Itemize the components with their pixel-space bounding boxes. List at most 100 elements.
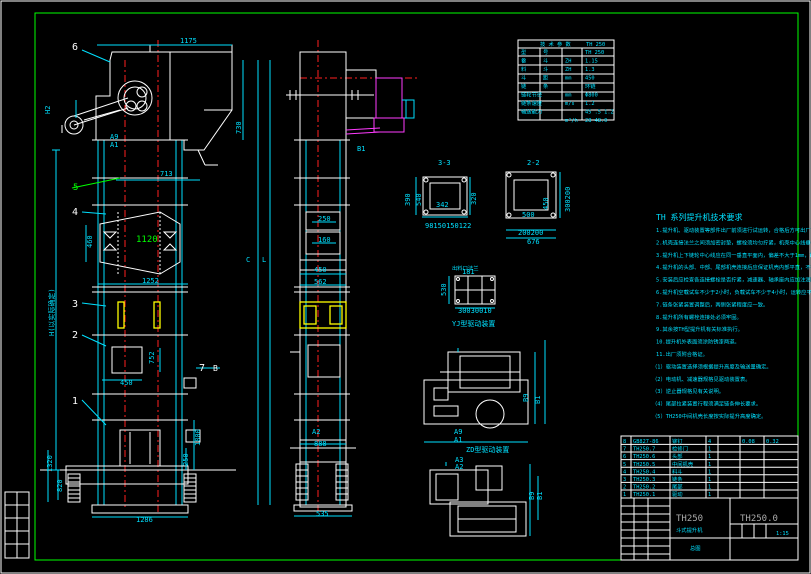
title-block: TH250 斗式提升机 TH250.0 总图 1:15 [620, 497, 799, 561]
dim-820: 820 [56, 479, 64, 492]
yj-a1: A1 [454, 436, 462, 444]
yj-drive-label: YJ型驱动装置 [452, 319, 495, 328]
note-line: 4.提升机的头部、中部、尾部机壳连接后应保证机壳内部平直，不得有台阶。 [656, 263, 811, 271]
bom-cell: 1 [708, 492, 711, 498]
side-dim-450: 450 [314, 266, 327, 274]
note-line: （1）驱动装置选择须根据提升高度及输送量确定。 [652, 362, 772, 370]
part-number-6: 6 [72, 42, 78, 53]
sec3-title: 出料口法兰 [452, 264, 479, 272]
spec-cell: 料 [521, 65, 527, 73]
side-view: B1 250 160 450 562 888 535 A2 [286, 40, 420, 518]
bom-cell: TH250.4 [633, 469, 655, 475]
note-line: （4）尾部拉紧装置行程须满足链条伸长要求。 [652, 400, 761, 408]
spec-cell: mm [565, 76, 571, 82]
part-7-suffix: B [213, 364, 218, 373]
part-number-4: 4 [72, 207, 78, 218]
dim-a9: A9 [110, 133, 118, 141]
yj-drive-view: YJ型驱动装置 B9 B1 A9 A1 [423, 319, 546, 444]
title-assembly: 总图 [690, 544, 701, 552]
spec-cell: m/s [565, 101, 575, 107]
note-line: 2.机壳连接法兰之间须加密封垫，螺栓须均匀拧紧，机壳中心线垂直度在全高内偏差不大… [656, 238, 811, 246]
spec-cell: 型 [521, 48, 527, 56]
sec2-title: 2-2 [527, 159, 540, 167]
bom-cell: 料斗 [672, 467, 683, 475]
bom-cell: 1 [708, 462, 711, 468]
section-view-3: 出料口法兰 530 181 30030010 [440, 264, 496, 315]
dim-1120: 1120 [136, 235, 158, 245]
note-line: 6.提升机空载试车不少于2小时，负载试车不少于4小时，运转应平稳可靠。 [656, 288, 811, 296]
note-line: 9.其余按TH型提升机有关标准执行。 [656, 325, 743, 333]
dim-1286: 1286 [136, 516, 153, 524]
side-dim-160: 160 [318, 236, 331, 244]
note-line: （5）TH250中间机壳长度按实际提升高度确定。 [652, 412, 766, 420]
spec-cell: 45 .5 1.2 [585, 110, 614, 116]
bom-cell: 5 [623, 462, 626, 468]
bom-cell: 1 [708, 485, 711, 491]
bom-cell: 1 [708, 469, 711, 475]
spec-cell: 输送能力 [521, 108, 542, 116]
dim-1252: 1252 [142, 277, 159, 285]
sec2-bottom-dims: 200200 [518, 229, 543, 237]
part-number-1: 1 [72, 396, 78, 407]
notes-title: TH 系列提升机技术要求 [656, 212, 742, 222]
spec-cell: 链 [521, 82, 527, 90]
bom-cell: TH250.2 [633, 485, 655, 491]
zd-drive-label: ZD型驱动装置 [466, 445, 509, 454]
sec1-342: 342 [436, 201, 449, 209]
zd-a2: A2 [455, 463, 463, 471]
spec-cell: 畚 [521, 57, 527, 65]
section-view-2: 2-2 450 300200 500 200200 676 [505, 159, 572, 246]
sec1-320: 320 [470, 192, 478, 205]
note-line: 7.链条张紧装置调整后，两侧张紧程度应一致。 [656, 300, 768, 308]
bom-cell: TH250.7 [633, 447, 655, 453]
dim-l: L [262, 256, 266, 264]
yj-b9: B9 [522, 394, 530, 402]
title-sheet: 1:15 [776, 531, 789, 537]
spec-cell: 环链 [585, 82, 596, 90]
zd-b1: B1 [536, 492, 544, 500]
title-drawing-no: TH250.0 [740, 514, 778, 524]
spec-cell: 斗 [543, 67, 548, 73]
dim-460: 460 [86, 235, 94, 248]
sec2-300200: 300200 [564, 187, 572, 212]
bom-cell: 中间机壳 [672, 460, 694, 468]
sec1-title: 3-3 [438, 159, 451, 167]
spec-cell: 1.2 [585, 101, 595, 107]
dim-1320: 1320 [46, 455, 54, 472]
bom-cell: 2 [623, 485, 626, 491]
spec-table-model: TH 250 [586, 42, 605, 48]
spec-cell: 斗 [543, 59, 548, 65]
bom-cell: TH250.5 [633, 462, 655, 468]
title-product-name: 斗式提升机 [676, 526, 703, 534]
dim-a1: A1 [110, 141, 118, 149]
dim-730: 730 [235, 121, 243, 134]
bom-cell: 8 [623, 439, 626, 445]
part-number-3: 3 [72, 299, 78, 310]
sec3-181: 181 [462, 268, 475, 276]
section-view-1: 3-3 390 540 342 320 98150150122 [404, 159, 478, 230]
part-number-5: 5 [73, 183, 78, 193]
bom-cell: 头部 [672, 452, 683, 460]
bom-cell: 1 [708, 454, 711, 460]
spec-table-title: 技 术 参 数 [540, 40, 571, 48]
bom-cell: 4 [623, 469, 626, 475]
bom-cell: 4 [708, 439, 711, 445]
side-dim-250: 250 [318, 215, 331, 223]
spec-cell: 链轮节径 [521, 91, 543, 99]
spec-cell: mm [565, 93, 571, 99]
yj-b1: B1 [534, 396, 542, 404]
dim-1175: 1175 [180, 37, 197, 45]
part-number-7: 7 [199, 363, 205, 374]
spec-cell: 链条速度 [521, 99, 543, 107]
note-line: 1.提升机、驱动装置等部件出厂前须进行试运转，合格后方可出厂。 [656, 226, 811, 234]
sec2-676: 676 [527, 238, 540, 246]
dim-250-vertical: 250 [182, 453, 190, 466]
bom-cell: 尾部 [672, 483, 683, 491]
bom-cell: 7 [623, 447, 626, 453]
bom-cell: GB827-86 [633, 439, 659, 445]
spec-cell: 28 48.0 [585, 118, 607, 124]
